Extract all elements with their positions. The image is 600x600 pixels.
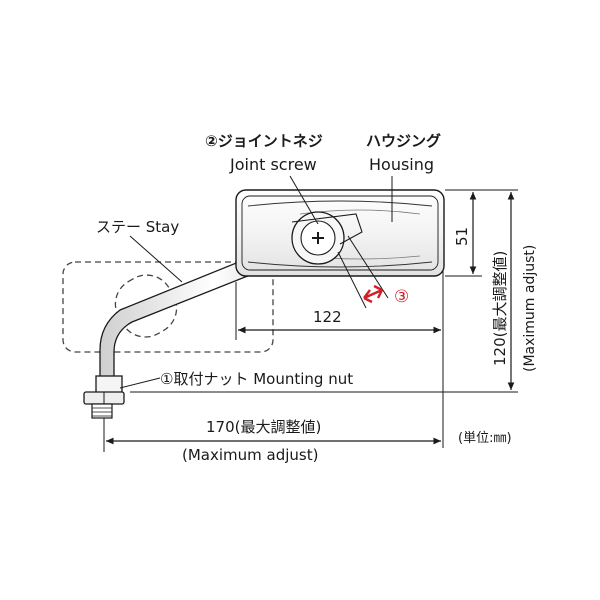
dimension-170-label: 170(最大調整値) [206, 418, 321, 436]
mounting-nut [83, 375, 125, 419]
joint-screw-jp-label: ②ジョイントネジ [205, 132, 323, 150]
rotation-arrow-icon [363, 284, 384, 304]
stay-label: ステー Stay [96, 218, 179, 236]
unit-label: (単位:㎜) [458, 430, 512, 446]
housing-en-label: Housing [369, 155, 434, 174]
mounting-nut-label: ①取付ナット Mounting nut [160, 370, 353, 388]
leader-lines [119, 175, 393, 389]
dimension-170-en-label: (Maximum adjust) [182, 446, 318, 464]
joint-screw [291, 211, 363, 265]
housing-jp-label: ハウジング [366, 132, 441, 150]
dimension-120-label: 120(最大調整値) [491, 251, 509, 366]
extension-lines [103, 189, 518, 452]
dashed-alt-housing [62, 261, 274, 353]
step-3-marker: ③ [394, 287, 409, 307]
dimension-51-label: 51 [453, 227, 471, 246]
dimension-122-label: 122 [313, 308, 342, 326]
joint-screw-en-label: Joint screw [229, 155, 317, 174]
dimension-120-en-label: (Maximum adjust) [522, 245, 538, 372]
